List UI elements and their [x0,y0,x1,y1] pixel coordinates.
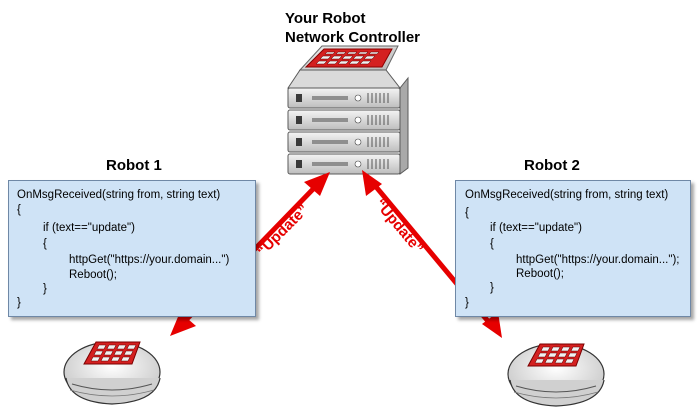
robot-2-keypad-icon [527,343,585,367]
keypad-icon [304,48,393,68]
robot-2-title: Robot 2 [524,157,580,174]
code-line: Reboot(); [516,268,564,280]
controller-title: Your Robot Network Controller [285,9,420,47]
server-rack-icon [287,45,409,175]
robot-2-icon [507,343,605,407]
code-line: { [43,238,47,250]
code-line: } [17,297,21,309]
code-line: OnMsgReceived(string from, string text) [17,189,221,201]
code-line: if (text=="update") [43,222,135,234]
code-line: { [17,204,21,216]
controller-title-line-2: Network Controller [285,29,421,46]
code-line: httpGet("https://your.domain...") [69,254,230,266]
robot-1-title: Robot 1 [106,157,162,174]
robot-1-icon [63,341,161,405]
code-line: OnMsgReceived(string from, string text) [465,189,669,201]
robot-1-code-box: OnMsgReceived(string from, string text) … [8,180,256,317]
code-line: httpGet("https://your.domain..."); [516,254,680,266]
code-line: { [465,207,469,219]
code-line: } [490,282,494,294]
code-line: if (text=="update") [490,222,582,234]
robot-1-keypad-icon [83,341,141,365]
robot-2-code-box: OnMsgReceived(string from, string text) … [455,180,691,317]
code-line: Reboot(); [69,269,117,281]
controller-title-line-1: Your Robot [285,10,366,27]
code-line: } [465,297,469,309]
code-line: } [43,283,47,295]
code-line: { [490,238,494,250]
